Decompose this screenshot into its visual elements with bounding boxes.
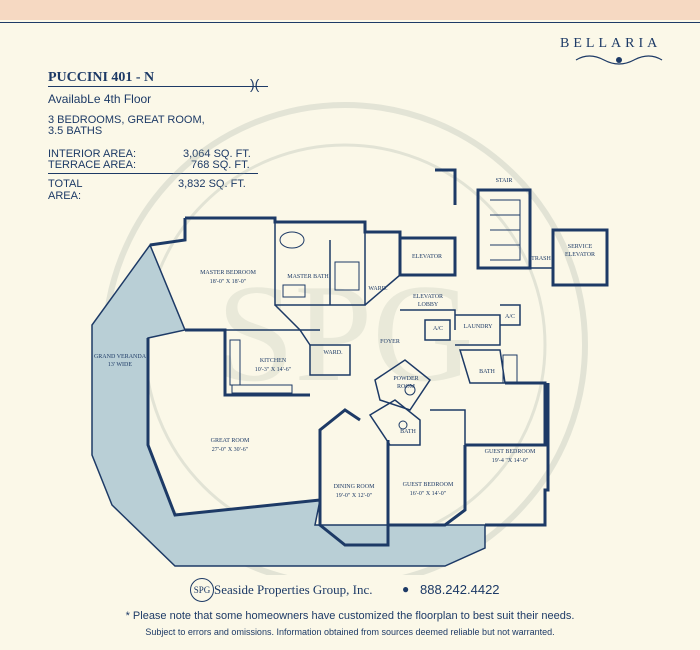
fixtures (229, 199, 521, 430)
exterior-walls (146, 168, 609, 547)
total-area-label: TOTAL AREA: (48, 178, 83, 202)
room-service-elevator-line2: ELEVATOR (565, 252, 595, 258)
floor-plan: SPG (91, 102, 609, 575)
description-line: 3 BEDROOMS, GREAT ROOM, (48, 114, 205, 126)
room-grand-veranda: GRAND VERANDA (94, 354, 147, 360)
room-bath-2: BATH (400, 429, 416, 435)
room-guest-bedroom-1: GUEST BEDROOM (403, 482, 454, 488)
unit-description: 3 BEDROOMS, GREAT ROOM, 3.5 BATHS (48, 115, 205, 137)
room-foyer: FOYER (380, 339, 400, 345)
title-rule (48, 86, 268, 87)
description-line: 3.5 BATHS (48, 125, 103, 137)
room-elevator-lobby-line2: LOBBY (418, 302, 439, 308)
brand-flourish-icon (575, 55, 663, 65)
room-powder-line1: POWDER (393, 376, 418, 382)
brand-logo: BELLARIA (560, 36, 662, 51)
top-band (0, 0, 700, 20)
room-guest-bedroom-1-dim: 16'-0" X 14'-0" (410, 491, 447, 497)
room-great-room: GREAT ROOM (211, 438, 250, 444)
room-dining-room-dim: 19'-0" X 12'-0" (336, 493, 373, 499)
room-powder-line2: ROOM (397, 384, 416, 390)
unit-title: PUCCINI 401 - N (48, 70, 155, 85)
disclaimer: Subject to errors and omissions. Informa… (145, 627, 555, 637)
watermark-letters: SPG (217, 256, 474, 411)
title-ornament-icon: )( (250, 76, 260, 92)
room-master-bedroom-dim: 18'-0" X 18'-0" (210, 279, 247, 285)
room-ac-1: A/C (433, 326, 443, 332)
terrace-area-value: 768 SQ. FT. (191, 159, 250, 171)
customization-note: * Please note that some homeowners have … (125, 610, 575, 622)
total-area-value: 3,832 SQ. FT. (178, 178, 246, 190)
separator-dot-icon: ● (402, 582, 410, 596)
room-guest-bedroom-2: GUEST BEDROOM (485, 449, 536, 455)
area-divider (48, 173, 258, 174)
room-ward-2: WARD. (323, 350, 343, 356)
room-kitchen: KITCHEN (260, 358, 287, 364)
room-trash: TRASH (531, 256, 551, 262)
room-dining-room: DINING ROOM (334, 484, 375, 490)
room-master-bath: MASTER BATH (287, 274, 329, 280)
room-ac-2: A/C (505, 314, 515, 320)
room-laundry: LAUNDRY (463, 324, 493, 330)
company-name: Seaside Properties Group, Inc. (214, 582, 373, 597)
room-elevator: ELEVATOR (412, 254, 442, 260)
room-grand-veranda-dim: 13' WIDE (108, 362, 132, 368)
interior-area-label: INTERIOR AREA: (48, 148, 137, 160)
phone-number[interactable]: 888.242.4422 (420, 582, 500, 597)
interior-area-value: 3,064 SQ. FT. (183, 148, 251, 160)
top-divider (0, 22, 700, 23)
room-stair: STAIR (496, 178, 513, 184)
room-bath-1: BATH (479, 369, 495, 375)
room-great-room-dim: 27'-0" X 30'-6" (212, 447, 249, 453)
spg-logo: SPG (190, 578, 214, 602)
availability-text: AvailabLe 4th Floor (48, 92, 152, 106)
room-kitchen-dim: 10'-3" X 14'-6" (255, 367, 292, 373)
room-master-bedroom: MASTER BEDROOM (200, 270, 257, 276)
room-service-elevator-line1: SERVICE (568, 244, 593, 250)
room-elevator-lobby-line1: ELEVATOR (413, 294, 443, 300)
room-ward-1: WARD. (368, 286, 388, 292)
terrace-area-label: TERRACE AREA: (48, 159, 137, 171)
room-guest-bedroom-2-dim: 19'-4 "X 14'-0" (492, 458, 529, 464)
